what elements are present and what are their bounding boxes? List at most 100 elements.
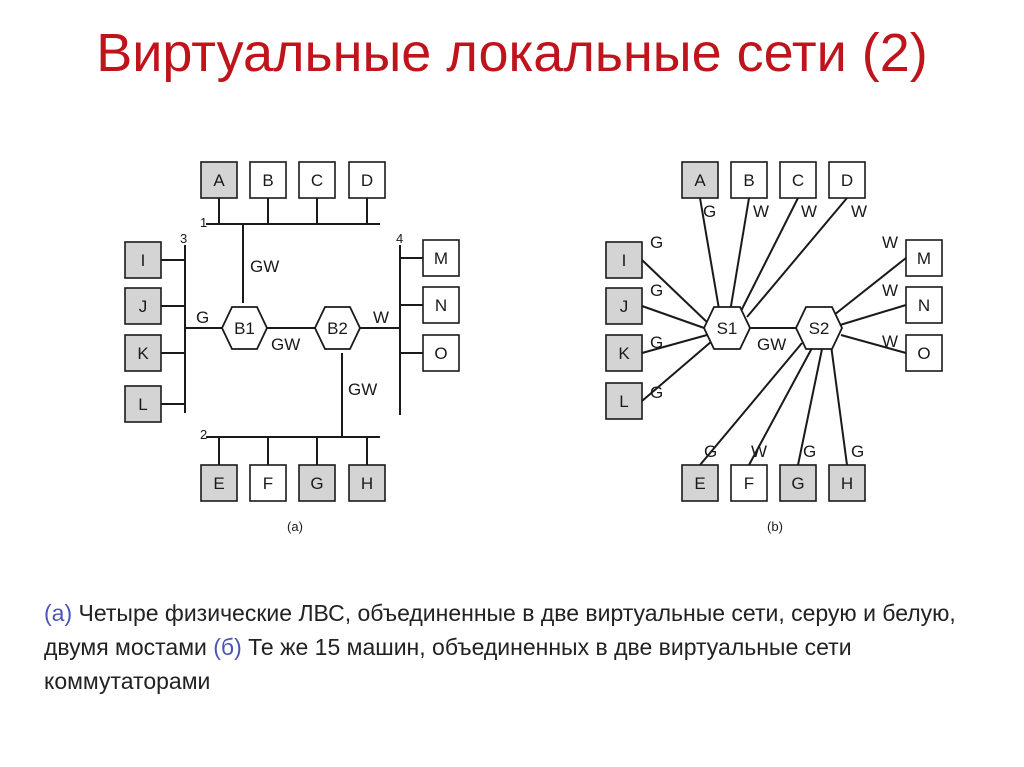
host-a-n: [422, 286, 460, 324]
svg-text:B: B: [743, 171, 754, 190]
link-label-top-gw: GW: [250, 257, 279, 276]
link-label-bridge-gw: GW: [271, 335, 300, 354]
svg-text:I: I: [622, 251, 627, 270]
host-b-h: [828, 464, 866, 502]
svg-text:N: N: [918, 296, 930, 315]
bridge-b2: [314, 306, 361, 350]
diagram-b: S1 S2 GW A B C D G W W W I J K L G G G G…: [605, 161, 943, 534]
caption-text-a: Четыре физические ЛВС, объединенные в дв…: [44, 600, 956, 660]
host-b-g: [779, 464, 817, 502]
host-b-b: [730, 161, 768, 199]
vlan-diagrams: B1 B2 GW GW GW G W 1 2 3 4 A B C D E F G…: [124, 161, 943, 534]
host-b-a: [681, 161, 719, 199]
caption: (а) Четыре физические ЛВС, объединенные …: [44, 596, 994, 698]
caption-text-b: Те же 15 машин, объединенных в две вирту…: [44, 634, 852, 694]
svg-text:G: G: [650, 383, 663, 402]
host-a-c: [298, 161, 336, 199]
svg-text:G: G: [650, 281, 663, 300]
svg-text:A: A: [694, 171, 706, 190]
host-b-d: [828, 161, 866, 199]
host-a-d: [348, 161, 386, 199]
svg-text:G: G: [310, 474, 323, 493]
svg-text:G: G: [650, 333, 663, 352]
svg-text:W: W: [751, 442, 767, 461]
svg-text:H: H: [841, 474, 853, 493]
slide-title: Виртуальные локальные сети (2): [96, 23, 928, 83]
svg-text:I: I: [141, 251, 146, 270]
svg-text:W: W: [753, 202, 769, 221]
host-a-g: [298, 464, 336, 502]
host-a-f: [249, 464, 287, 502]
svg-text:F: F: [263, 474, 273, 493]
svg-text:W: W: [801, 202, 817, 221]
svg-text:G: G: [704, 442, 717, 461]
lan-number-3: 3: [180, 231, 187, 246]
vlan-figure: B1 B2 GW GW GW G W 1 2 3 4 A B C D E F G…: [110, 145, 950, 545]
svg-text:L: L: [619, 392, 628, 411]
host-b-l: [605, 382, 643, 420]
host-b-e: [681, 464, 719, 502]
svg-text:C: C: [311, 171, 323, 190]
host-a-j: [124, 287, 162, 325]
host-b-m: [905, 239, 943, 277]
host-b-n: [905, 286, 943, 324]
switch-s2: [795, 306, 843, 350]
svg-text:L: L: [138, 395, 147, 414]
host-a-b: [249, 161, 287, 199]
caption-mark-b: (б): [213, 634, 242, 660]
host-b-c: [779, 161, 817, 199]
bridge-b2-label: B2: [327, 319, 348, 338]
bridge-b1: [221, 306, 268, 350]
lan-number-1: 1: [200, 215, 207, 230]
svg-text:C: C: [792, 171, 804, 190]
host-b-o: [905, 334, 943, 372]
host-b-j: [605, 287, 643, 325]
link-label-left-g: G: [196, 308, 209, 327]
link-label-bottom-gw: GW: [348, 380, 377, 399]
svg-text:B: B: [262, 171, 273, 190]
svg-text:D: D: [361, 171, 373, 190]
host-a-k: [124, 334, 162, 372]
svg-text:G: G: [851, 442, 864, 461]
lan-number-4: 4: [396, 231, 403, 246]
svg-text:J: J: [139, 297, 148, 316]
host-a-h: [348, 464, 386, 502]
svg-text:M: M: [434, 249, 448, 268]
svg-text:G: G: [650, 233, 663, 252]
diagram-b-sublabel: (b): [767, 519, 783, 534]
svg-text:K: K: [618, 344, 630, 363]
host-a-m: [422, 239, 460, 277]
diagram-a: B1 B2 GW GW GW G W 1 2 3 4 A B C D E F G…: [124, 161, 460, 534]
switch-link-label: GW: [757, 335, 786, 354]
svg-text:G: G: [703, 202, 716, 221]
bridge-b1-label: B1: [234, 319, 255, 338]
lan-number-2: 2: [200, 427, 207, 442]
switch-s2-label: S2: [809, 319, 830, 338]
svg-text:M: M: [917, 249, 931, 268]
host-a-a: [200, 161, 238, 199]
host-a-i: [124, 241, 162, 279]
host-a-o: [422, 334, 460, 372]
svg-text:K: K: [137, 344, 149, 363]
link-label-right-w: W: [373, 308, 389, 327]
diagram-a-sublabel: (a): [287, 519, 303, 534]
host-b-i: [605, 241, 643, 279]
host-a-l: [124, 385, 162, 423]
svg-text:E: E: [694, 474, 705, 493]
svg-text:N: N: [435, 296, 447, 315]
svg-text:H: H: [361, 474, 373, 493]
switch-s1-label: S1: [717, 319, 738, 338]
svg-text:O: O: [434, 344, 447, 363]
svg-text:J: J: [620, 297, 629, 316]
svg-text:A: A: [213, 171, 225, 190]
svg-text:W: W: [882, 332, 898, 351]
svg-text:F: F: [744, 474, 754, 493]
caption-mark-a: (а): [44, 600, 73, 626]
host-b-f: [730, 464, 768, 502]
host-a-e: [200, 464, 238, 502]
svg-text:D: D: [841, 171, 853, 190]
svg-text:E: E: [213, 474, 224, 493]
svg-text:W: W: [882, 281, 898, 300]
host-b-k: [605, 334, 643, 372]
switch-s1: [703, 306, 751, 350]
